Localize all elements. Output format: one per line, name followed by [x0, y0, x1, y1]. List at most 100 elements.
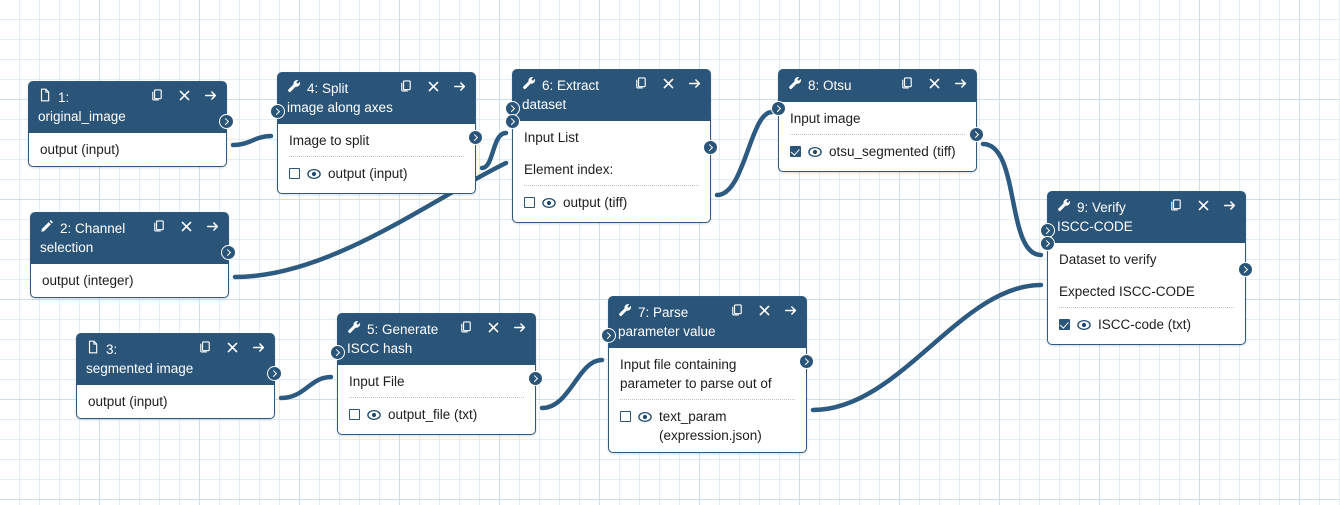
- node-separator: [524, 185, 699, 186]
- node-separator: [289, 156, 464, 157]
- output-port[interactable]: [221, 244, 236, 260]
- output-port[interactable]: [468, 129, 483, 145]
- copy-icon: [198, 339, 212, 355]
- output-port[interactable]: [703, 139, 718, 155]
- node-arrow-button-6[interactable]: [688, 75, 702, 91]
- node-output-row-6[interactable]: output (tiff): [513, 186, 710, 222]
- input-port[interactable]: [771, 101, 786, 116]
- output-port[interactable]: [267, 365, 282, 381]
- node-input-row-7[interactable]: Input file containing parameter to parse…: [609, 348, 806, 399]
- output-port[interactable]: [528, 370, 543, 386]
- node-arrow-button-3[interactable]: [252, 339, 266, 355]
- node-close-button-3[interactable]: [225, 339, 239, 355]
- node-close-button-9[interactable]: [1196, 197, 1210, 213]
- output-port[interactable]: [969, 126, 984, 142]
- copy-icon: [459, 319, 473, 335]
- output-port[interactable]: [219, 113, 234, 129]
- node-title-1: 1:: [58, 90, 70, 105]
- node-copy-button-2[interactable]: [152, 218, 166, 234]
- node-input-row-8[interactable]: Input image: [779, 102, 976, 134]
- node-subtitle-6: dataset: [522, 97, 567, 112]
- input-port[interactable]: [601, 328, 616, 343]
- node-arrow-button-7[interactable]: [784, 302, 798, 318]
- node-close-button-6[interactable]: [661, 75, 675, 91]
- output-port[interactable]: [799, 353, 814, 369]
- output-label: output (integer): [42, 273, 134, 288]
- output-checkbox[interactable]: [524, 197, 535, 208]
- node-close-button-1[interactable]: [177, 87, 191, 103]
- input-port[interactable]: [1040, 236, 1055, 251]
- close-icon: [426, 78, 440, 94]
- output-checkbox[interactable]: [349, 409, 360, 420]
- output-checkbox[interactable]: [620, 411, 631, 422]
- node-input-row-5[interactable]: Input File: [338, 365, 535, 397]
- node-output-row-2[interactable]: output (integer): [31, 264, 228, 297]
- node-close-button-7[interactable]: [757, 302, 771, 318]
- node-header-8[interactable]: 8: Otsu: [779, 70, 976, 102]
- node-output-row-4[interactable]: output (input): [278, 157, 475, 193]
- input-port[interactable]: [270, 104, 285, 119]
- arrow-right-icon: [206, 218, 220, 234]
- node-close-button-8[interactable]: [927, 75, 941, 91]
- node-input-row-9[interactable]: Expected ISCC-CODE: [1048, 275, 1245, 307]
- node-arrow-button-1[interactable]: [204, 87, 218, 103]
- node-arrow-button-8[interactable]: [954, 75, 968, 91]
- node-copy-button-6[interactable]: [634, 75, 648, 91]
- node-copy-button-7[interactable]: [730, 302, 744, 318]
- node-input-row-4[interactable]: Image to split: [278, 124, 475, 156]
- node-subtitle-2: selection: [40, 240, 94, 255]
- node-copy-button-9[interactable]: [1169, 197, 1183, 213]
- node-input-row-9[interactable]: Dataset to verify: [1048, 243, 1245, 275]
- node-output-row-1[interactable]: output (input): [29, 133, 226, 166]
- node-close-button-2[interactable]: [179, 218, 193, 234]
- arrow-right-icon: [453, 78, 467, 94]
- node-output-row-7[interactable]: text_param (expression.json): [609, 400, 806, 452]
- node-copy-button-5[interactable]: [459, 319, 473, 335]
- node-close-button-4[interactable]: [426, 78, 440, 94]
- node-arrow-button-4[interactable]: [453, 78, 467, 94]
- output-checkbox[interactable]: [790, 146, 801, 157]
- input-port[interactable]: [330, 345, 345, 360]
- output-label: output (input): [88, 394, 168, 409]
- node-arrow-button-5[interactable]: [513, 319, 527, 335]
- node-copy-button-1[interactable]: [150, 87, 164, 103]
- node-subtitle-4: image along axes: [287, 100, 393, 115]
- node-input-row-6[interactable]: Element index:: [513, 153, 710, 185]
- node-separator: [349, 397, 524, 398]
- eye-icon: [638, 410, 652, 429]
- node-input-row-6[interactable]: Input List: [513, 121, 710, 153]
- output-port[interactable]: [1238, 261, 1253, 277]
- node-arrow-button-9[interactable]: [1223, 197, 1237, 213]
- node-output-row-8[interactable]: otsu_segmented (tiff): [779, 135, 976, 171]
- node-copy-button-4[interactable]: [399, 78, 413, 94]
- node-body-7: Input file containing parameter to parse…: [609, 348, 806, 452]
- input-port[interactable]: [505, 114, 520, 129]
- node-header-3[interactable]: 3:segmented image: [77, 334, 274, 385]
- node-copy-button-8[interactable]: [900, 75, 914, 91]
- workflow-node-3[interactable]: 3:segmented image output (input): [76, 333, 282, 419]
- node-header-1[interactable]: 1:original_image: [29, 82, 226, 133]
- node-output-row-5[interactable]: output_file (txt): [338, 398, 535, 434]
- node-close-button-5[interactable]: [486, 319, 500, 335]
- output-checkbox[interactable]: [1059, 319, 1070, 330]
- node-copy-button-3[interactable]: [198, 339, 212, 355]
- node-output-row-9[interactable]: ISCC-code (txt): [1048, 308, 1245, 344]
- output-checkbox[interactable]: [289, 168, 300, 179]
- copy-icon: [1169, 197, 1183, 213]
- node-output-row-3[interactable]: output (input): [77, 385, 274, 418]
- node-arrow-button-2[interactable]: [206, 218, 220, 234]
